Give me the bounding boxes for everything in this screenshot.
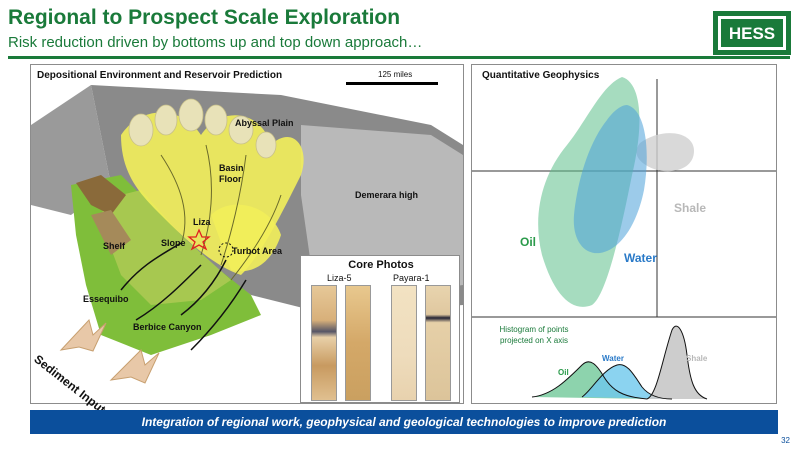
geophysics-title: Quantitative Geophysics [482, 70, 600, 81]
core-photo-3 [391, 285, 417, 401]
hess-logo: HESS [713, 11, 791, 55]
core-well-payara-1: Payara-1 [393, 273, 430, 283]
core-photo-4 [425, 285, 451, 401]
label-berbice-canyon: Berbice Canyon [133, 322, 202, 332]
hist-label-oil: Oil [558, 368, 569, 377]
histogram-caption: Histogram of points projected on X axis [499, 325, 569, 345]
shale-cluster [636, 133, 694, 172]
page-number: 32 [781, 436, 790, 445]
turbot-circle-icon [218, 242, 234, 258]
core-photo-1 [311, 285, 337, 401]
scale-label: 125 miles [378, 70, 413, 79]
core-photos-box: Core Photos Liza-5 Payara-1 [300, 255, 460, 403]
crossplot [472, 77, 776, 400]
footer-banner: Integration of regional work, geophysica… [30, 410, 778, 434]
liza-star-icon [187, 228, 211, 251]
geophysics-panel: Quantitative Geophysics Shale Oil Water … [471, 64, 777, 404]
label-water: Water [624, 251, 657, 265]
label-basin-floor: Basin Floor [219, 163, 244, 184]
core-well-liza-5: Liza-5 [327, 273, 352, 283]
page-subtitle: Risk reduction driven by bottoms up and … [8, 34, 423, 51]
core-photo-2 [345, 285, 371, 401]
hist-label-water: Water [602, 354, 624, 363]
label-oil: Oil [520, 235, 537, 249]
depositional-title: Depositional Environment and Reservoir P… [37, 70, 283, 81]
label-slope: Slope [161, 238, 186, 248]
label-turbot-area: Turbot Area [232, 246, 283, 256]
label-liza: Liza [193, 217, 211, 227]
page-title: Regional to Prospect Scale Exploration [8, 6, 401, 29]
label-shelf: Shelf [103, 241, 126, 251]
logo-text: HESS [729, 24, 775, 43]
core-photos-title: Core Photos [348, 259, 414, 271]
label-essequibo: Essequibo [83, 294, 129, 304]
water-cluster [573, 105, 647, 254]
scale-bar [346, 82, 438, 85]
label-demerara-high: Demerara high [355, 190, 419, 200]
label-abyssal-plain: Abyssal Plain [235, 118, 294, 128]
header-rule [8, 56, 790, 59]
label-shale: Shale [674, 201, 707, 215]
hist-label-shale: Shale [686, 354, 708, 363]
histogram [531, 325, 708, 400]
